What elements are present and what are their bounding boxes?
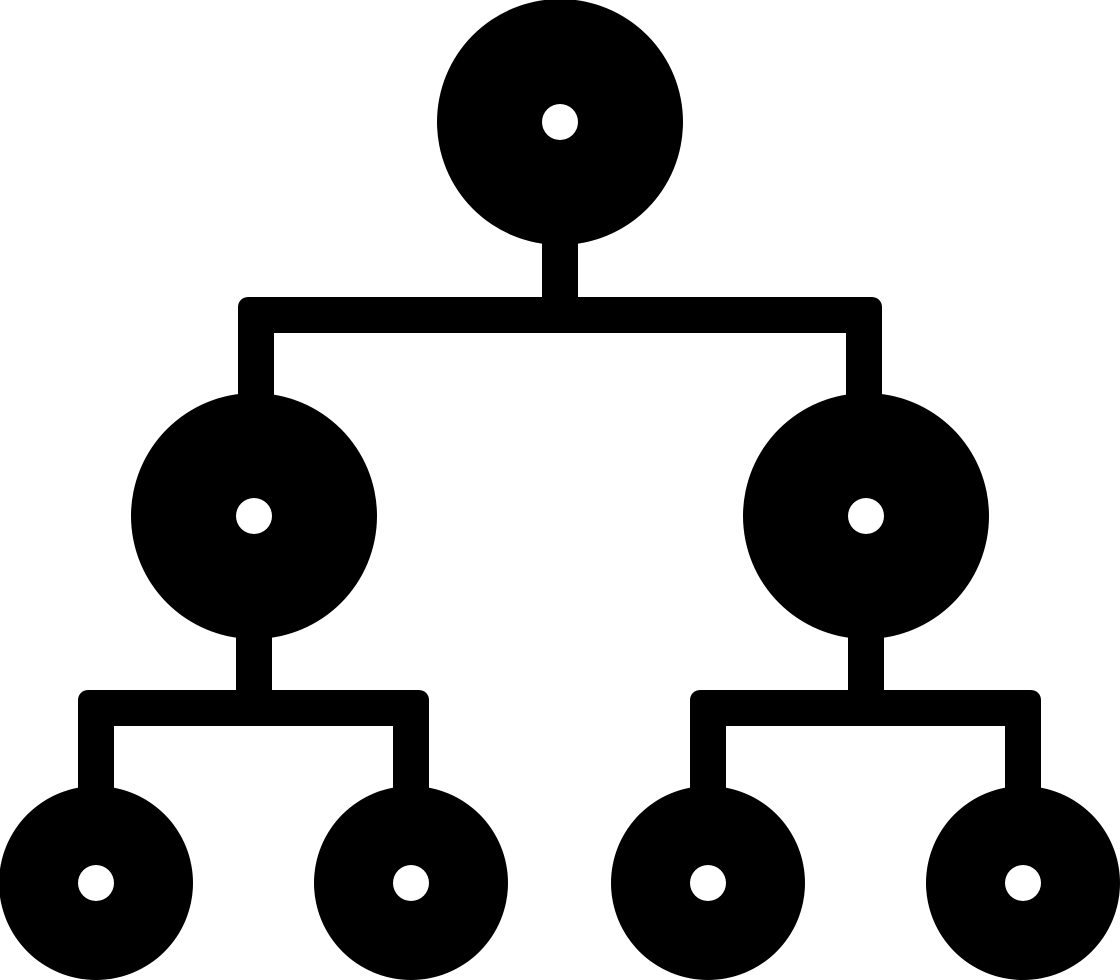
- node-level3-4: [926, 786, 1120, 980]
- connector-left: [78, 630, 429, 800]
- connector-left-left-drop: [78, 690, 114, 800]
- node-level3-1: [0, 786, 193, 980]
- node-level3-2: [314, 786, 508, 980]
- connector-top-bar: [238, 297, 882, 333]
- connector-left-bar: [78, 690, 429, 726]
- connector-left-right-drop: [393, 690, 429, 800]
- connector-right: [690, 630, 1041, 800]
- connector-right-right-drop: [1005, 690, 1041, 800]
- connector-top-left-drop: [238, 297, 274, 407]
- connector-right-bar: [690, 690, 1041, 726]
- node-level3-3: [611, 786, 805, 980]
- node-level2-right: [743, 393, 989, 639]
- node-root: [437, 0, 683, 245]
- connector-right-left-drop: [690, 690, 726, 800]
- connector-top-right-drop: [846, 297, 882, 407]
- node-level2-left: [131, 393, 377, 639]
- connector-top: [238, 235, 882, 407]
